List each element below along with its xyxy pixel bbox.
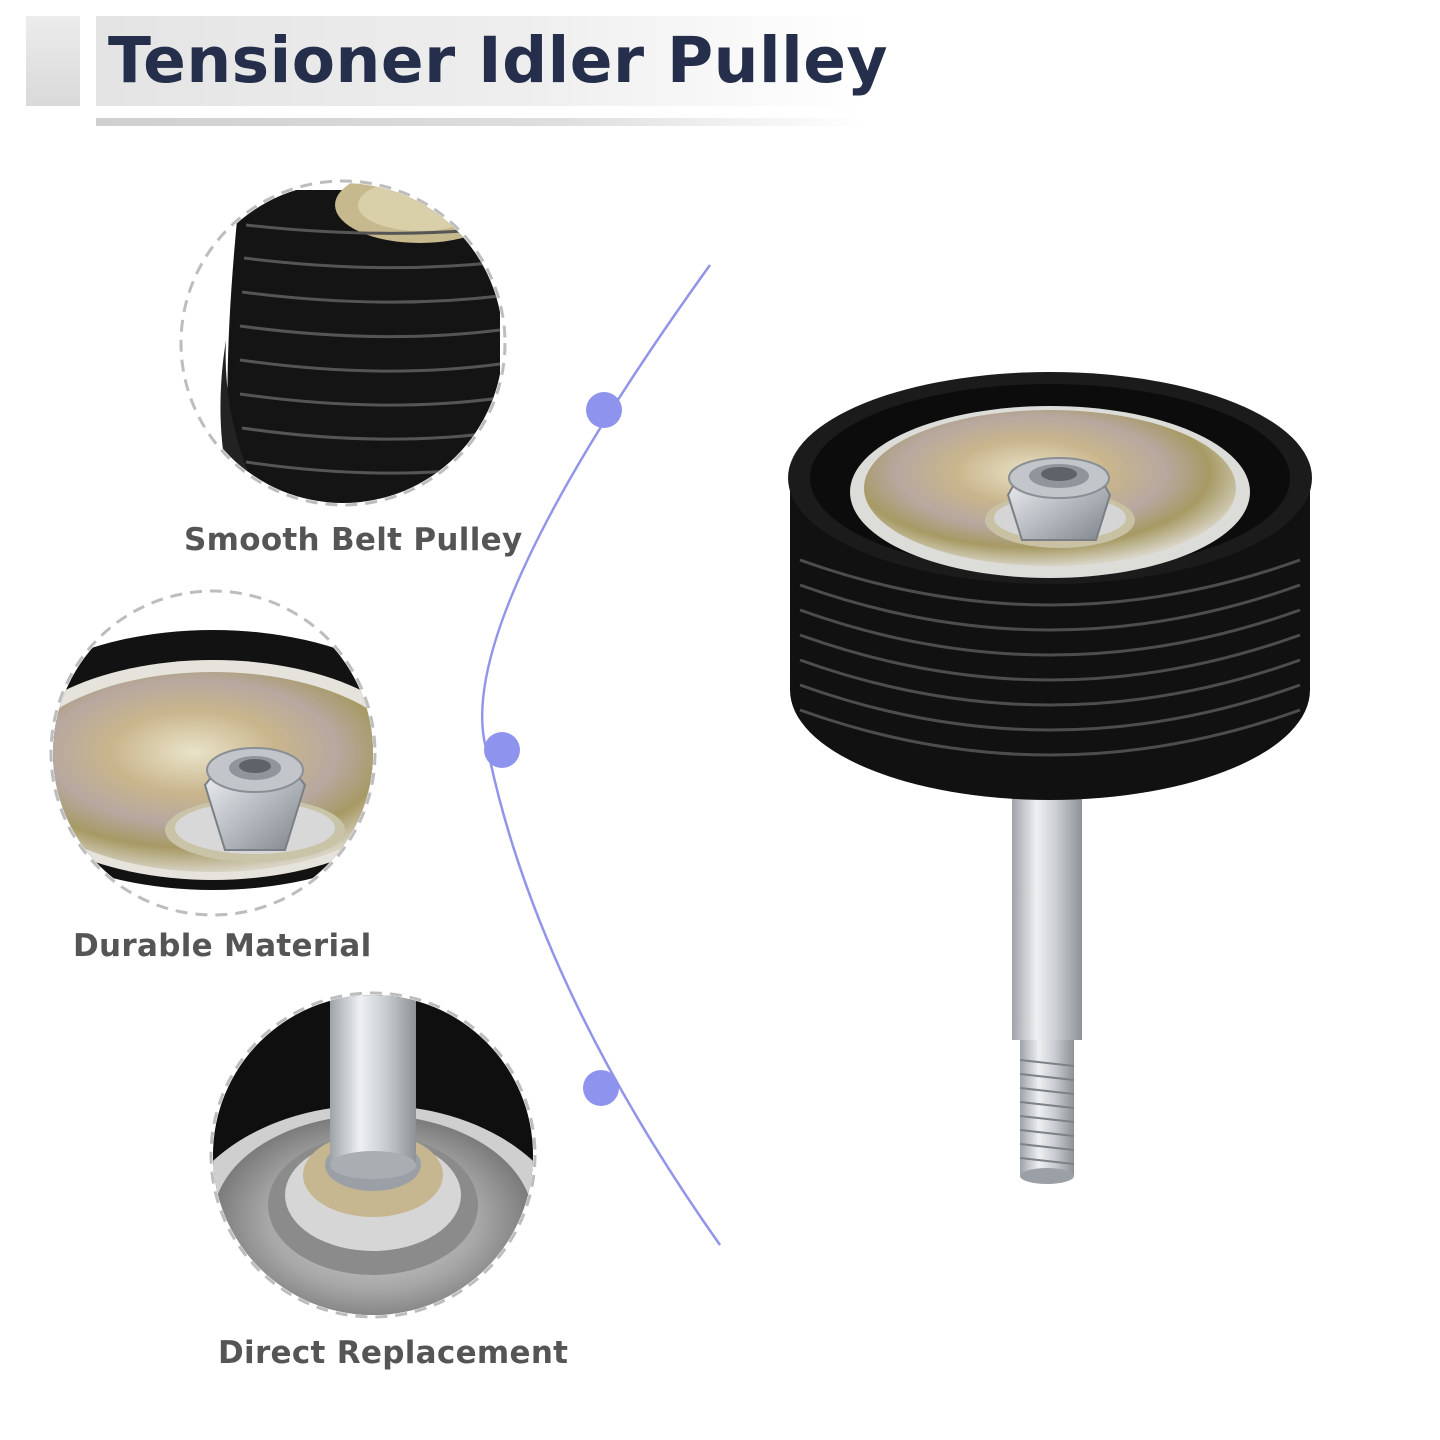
feature-label-durable-material: Durable Material bbox=[73, 928, 372, 964]
connector-dot-1 bbox=[586, 392, 622, 428]
detail-belt-ribs-image bbox=[179, 179, 507, 507]
detail-shaft-bearing-image bbox=[209, 991, 537, 1319]
title-underline bbox=[96, 118, 866, 126]
main-pulley-image bbox=[788, 372, 1312, 1184]
page-title: Tensioner Idler Pulley bbox=[108, 24, 889, 97]
title-banner bbox=[96, 16, 866, 106]
feature-label-smooth-belt: Smooth Belt Pulley bbox=[184, 522, 523, 558]
connector-dot-2 bbox=[484, 732, 520, 768]
connector-dot-3 bbox=[583, 1070, 619, 1106]
title-accent-tab bbox=[26, 16, 80, 106]
feature-label-direct-replacement: Direct Replacement bbox=[218, 1335, 569, 1371]
detail-material-image bbox=[49, 589, 377, 917]
